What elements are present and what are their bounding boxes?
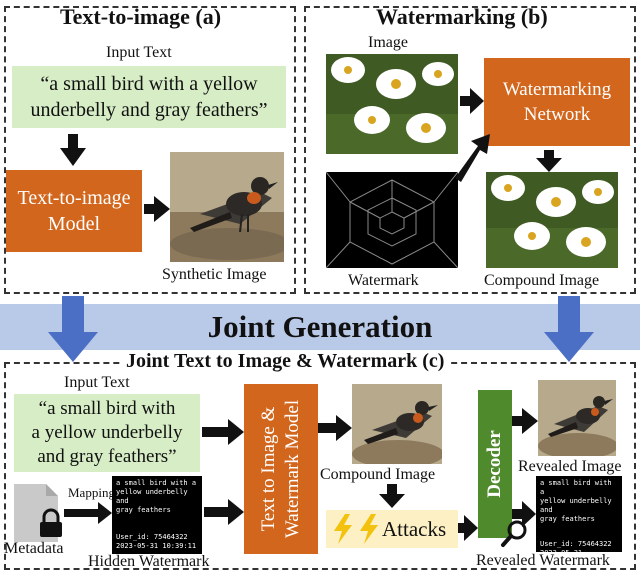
revealed-watermark-line1: a small bird with a — [540, 479, 612, 496]
panel-c-input-label: Input Text — [64, 374, 130, 391]
arrow-text-to-model — [60, 134, 86, 166]
mapping-label: Mapping — [68, 485, 115, 500]
hidden-watermark-user-id: User_id: 75464322 — [116, 533, 188, 541]
panel-c-input-text-line3: and gray feathers” — [37, 446, 177, 467]
arrow-text-to-joint-model — [202, 419, 244, 445]
revealed-watermark-line3: gray feathers — [540, 515, 595, 523]
arrow-watermark-to-joint-model — [204, 499, 244, 525]
revealed-image-label: Revealed Image — [518, 458, 622, 475]
arrow-model-to-image — [144, 196, 170, 222]
revealed-watermark-timestamp: 2023-05-31 10:39:11 — [540, 549, 583, 566]
panel-a-input-text-box: “a small bird with a yellow underbelly a… — [12, 66, 286, 128]
arrow-decoder-to-revealed-image — [512, 408, 538, 434]
decoder-box — [478, 390, 512, 538]
hidden-watermark-box: a small bird with a yellow underbelly an… — [112, 476, 202, 554]
panel-b-image-label: Image — [368, 34, 408, 51]
panel-a-input-text-line2: underbelly and gray feathers” — [30, 99, 268, 121]
panel-c-compound-label: Compound Image — [320, 466, 436, 483]
metadata-label: Metadata — [4, 540, 64, 557]
panel-b-compound-label: Compound Image — [484, 272, 600, 289]
magnifier-icon — [500, 518, 530, 548]
text-to-image-model-box: Text-to-image Model — [6, 170, 142, 252]
arrow-compound-to-attacks — [379, 484, 405, 508]
lightning-icon-2 — [358, 514, 380, 544]
watermarking-network-box: Watermarking Network — [484, 58, 630, 146]
hidden-watermark-line1: a small bird with a — [116, 479, 197, 487]
revealed-bird-image — [538, 380, 616, 456]
synthetic-image-label: Synthetic Image — [162, 266, 267, 283]
panel-b-title: Watermarking (b) — [376, 4, 548, 29]
panel-watermarking — [304, 6, 636, 294]
lock-icon — [38, 508, 64, 538]
arrow-image-to-network — [460, 88, 484, 114]
revealed-watermark-line2: yellow underbelly and — [540, 497, 612, 514]
compound-bird-image — [352, 384, 442, 464]
text-to-image-model-line2: Model — [47, 213, 101, 235]
hidden-watermark-line2: yellow underbelly and — [116, 488, 188, 505]
joint-generation-title: Joint Generation — [207, 309, 433, 344]
joint-generation-banner — [0, 304, 640, 350]
text-to-image-model-line1: Text-to-image — [17, 187, 131, 209]
revealed-watermark-box: a small bird with a yellow underbelly an… — [536, 476, 622, 566]
panel-c-input-text-box: “a small bird with a yellow underbelly a… — [14, 394, 200, 472]
revealed-watermark-label: Revealed Watermark — [476, 552, 610, 569]
blue-arrow-left — [48, 296, 98, 362]
panel-a-input-text-line1: “a small bird with a yellow — [40, 73, 258, 95]
arrow-metadata-to-watermark — [64, 502, 112, 524]
watermarking-network-line1: Watermarking — [502, 79, 612, 100]
panel-text-to-image — [4, 6, 296, 294]
arrow-network-to-compound — [536, 150, 562, 172]
daisy-image — [326, 54, 458, 154]
joint-model-box — [244, 384, 318, 554]
panel-a-title: Text-to-image (a) — [60, 4, 222, 29]
panel-c-title: Joint Text to Image & Watermark (c) — [120, 350, 451, 373]
panel-c-input-text-line2: a yellow underbelly — [31, 422, 183, 443]
arrow-attacks-to-decoder — [458, 515, 478, 541]
compound-daisy-image — [486, 172, 618, 268]
panel-a-input-label: Input Text — [106, 44, 172, 61]
hidden-watermark-label: Hidden Watermark — [88, 553, 210, 570]
arrow-decoder-to-revealed-watermark — [512, 501, 536, 527]
arrow-watermark-to-network — [455, 134, 490, 182]
synthetic-bird-image — [170, 152, 284, 262]
watermarking-network-line2: Network — [523, 104, 591, 125]
revealed-watermark-user-id: User_id: 75464322 — [540, 540, 612, 548]
watermark-pattern-image — [326, 172, 458, 268]
blue-arrow-right — [544, 296, 594, 362]
arrow-joint-model-to-compound — [318, 415, 352, 441]
hidden-watermark-timestamp: 2023-05-31 10:39:11 — [116, 542, 197, 550]
panel-c-input-text-line1: “a small bird with — [38, 398, 176, 419]
lightning-icon — [332, 514, 354, 544]
hidden-watermark-line3: gray feathers — [116, 506, 171, 514]
panel-b-watermark-label: Watermark — [348, 272, 419, 289]
attacks-label: Attacks — [382, 517, 447, 541]
